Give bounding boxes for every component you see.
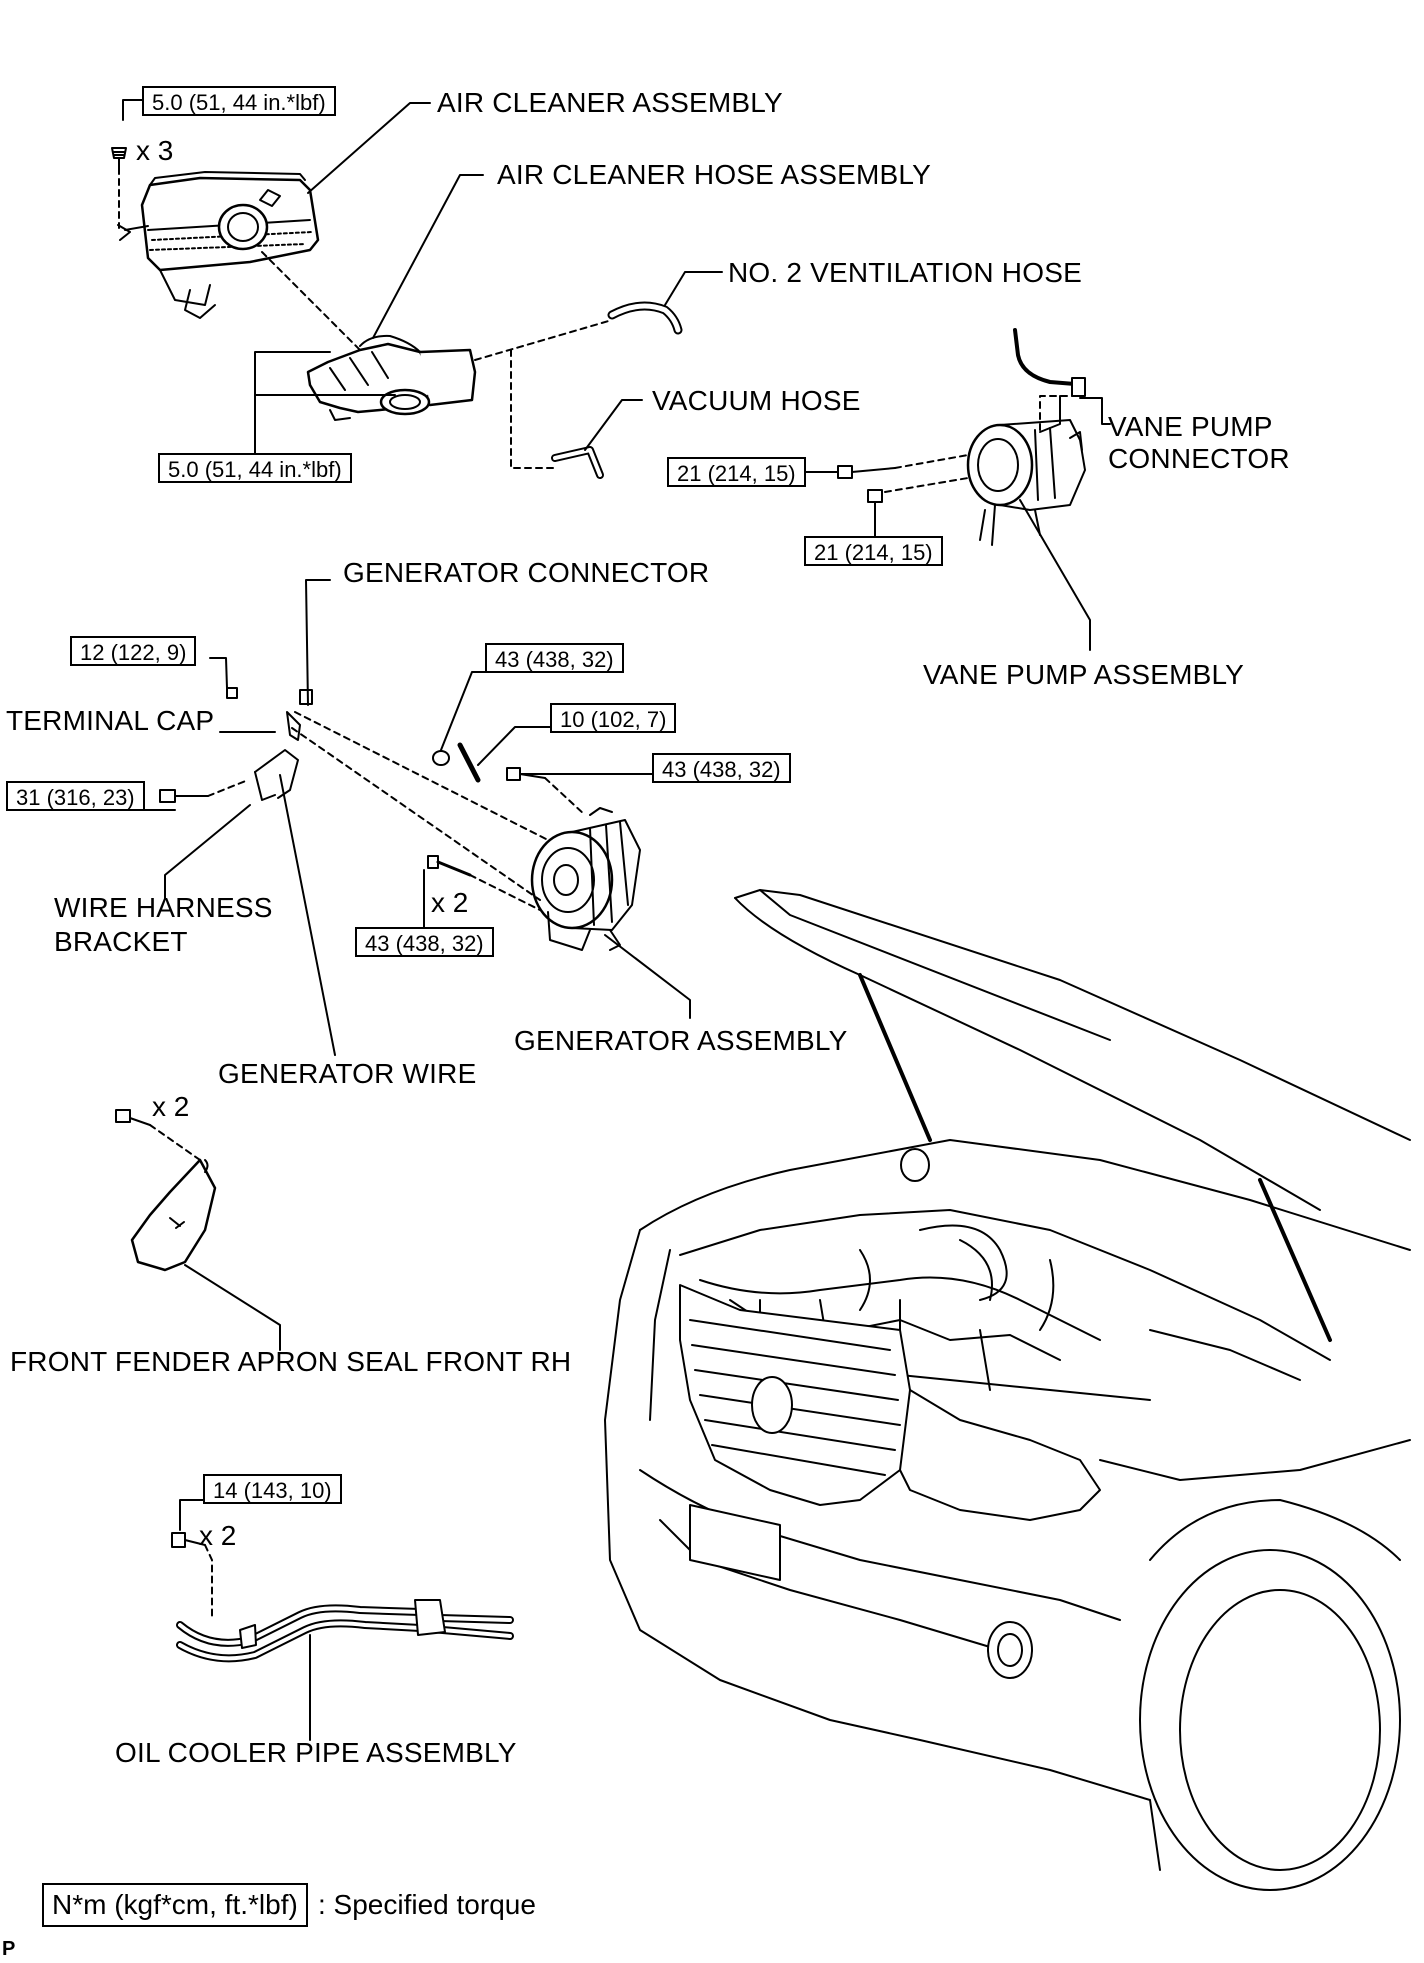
air-cleaner-bolt	[111, 147, 127, 229]
label-generator-connector: GENERATOR CONNECTOR	[343, 557, 710, 588]
label-air-cleaner-assembly: AIR CLEANER ASSEMBLY	[437, 87, 783, 118]
torque-generator-bolt-lower: 43 (438, 32)	[355, 927, 494, 957]
label-generator-assembly: GENERATOR ASSEMBLY	[514, 1025, 848, 1056]
generator-hardware	[159, 687, 546, 877]
apron-seal-illustration	[115, 1109, 217, 1272]
torque-generator-bolt-upper: 43 (438, 32)	[652, 753, 791, 783]
torque-vane-pump-bolt-lower: 21 (214, 15)	[804, 536, 943, 566]
label-vane-pump-assembly: VANE PUMP ASSEMBLY	[923, 659, 1245, 690]
count-generator-bolts: x 2	[431, 887, 469, 918]
label-vane-pump-connector-2: CONNECTOR	[1108, 443, 1290, 474]
ventilation-hose-illustration	[607, 301, 683, 335]
generator-illustration	[530, 807, 641, 951]
label-front-fender-apron-seal: FRONT FENDER APRON SEAL FRONT RH	[10, 1346, 572, 1377]
vane-pump-illustration	[966, 328, 1086, 546]
label-terminal-cap: TERMINAL CAP	[6, 705, 215, 736]
air-cleaner-illustration	[117, 171, 320, 319]
label-generator-wire: GENERATOR WIRE	[218, 1058, 477, 1089]
legend-description: : Specified torque	[318, 1889, 536, 1920]
torque-oil-cooler-bolt: 14 (143, 10)	[203, 1474, 342, 1504]
torque-bracket-bolt: 31 (316, 23)	[6, 781, 145, 811]
label-wire-harness-bracket-2: BRACKET	[54, 926, 188, 957]
label-wire-harness-bracket-1: WIRE HARNESS	[54, 892, 273, 923]
oil-cooler-pipe-illustration	[171, 1532, 514, 1663]
label-vacuum-hose: VACUUM HOSE	[652, 385, 861, 416]
torque-generator-stud: 10 (102, 7)	[550, 703, 677, 733]
count-air-cleaner-bolts: x 3	[136, 135, 174, 166]
torque-vane-pump-bolt-upper: 21 (214, 15)	[667, 457, 806, 487]
torque-air-cleaner-hose: 5.0 (51, 44 in.*lbf)	[158, 453, 352, 483]
torque-generator-nut: 43 (438, 32)	[485, 643, 624, 673]
label-air-cleaner-hose-assembly: AIR CLEANER HOSE ASSEMBLY	[497, 159, 931, 190]
label-vane-pump-connector-1: VANE PUMP	[1108, 411, 1273, 442]
count-apron-seal-clips: x 2	[152, 1091, 190, 1122]
legend-torque-unit: N*m (kgf*cm, ft.*lbf)	[42, 1883, 308, 1927]
vehicle-illustration	[604, 889, 1411, 1891]
count-oil-cooler-bolts: x 2	[199, 1520, 237, 1551]
vacuum-hose-illustration	[551, 446, 604, 479]
label-oil-cooler-pipe-assembly: OIL COOLER PIPE ASSEMBLY	[115, 1737, 517, 1768]
label-no2-ventilation-hose: NO. 2 VENTILATION HOSE	[728, 257, 1082, 288]
footer-mark: P	[2, 1938, 16, 1960]
air-cleaner-hose-illustration	[306, 334, 477, 421]
torque-air-cleaner-bolt: 5.0 (51, 44 in.*lbf)	[142, 86, 336, 116]
torque-terminal-nut: 12 (122, 9)	[70, 636, 197, 666]
vane-pump-bolts	[837, 454, 969, 521]
